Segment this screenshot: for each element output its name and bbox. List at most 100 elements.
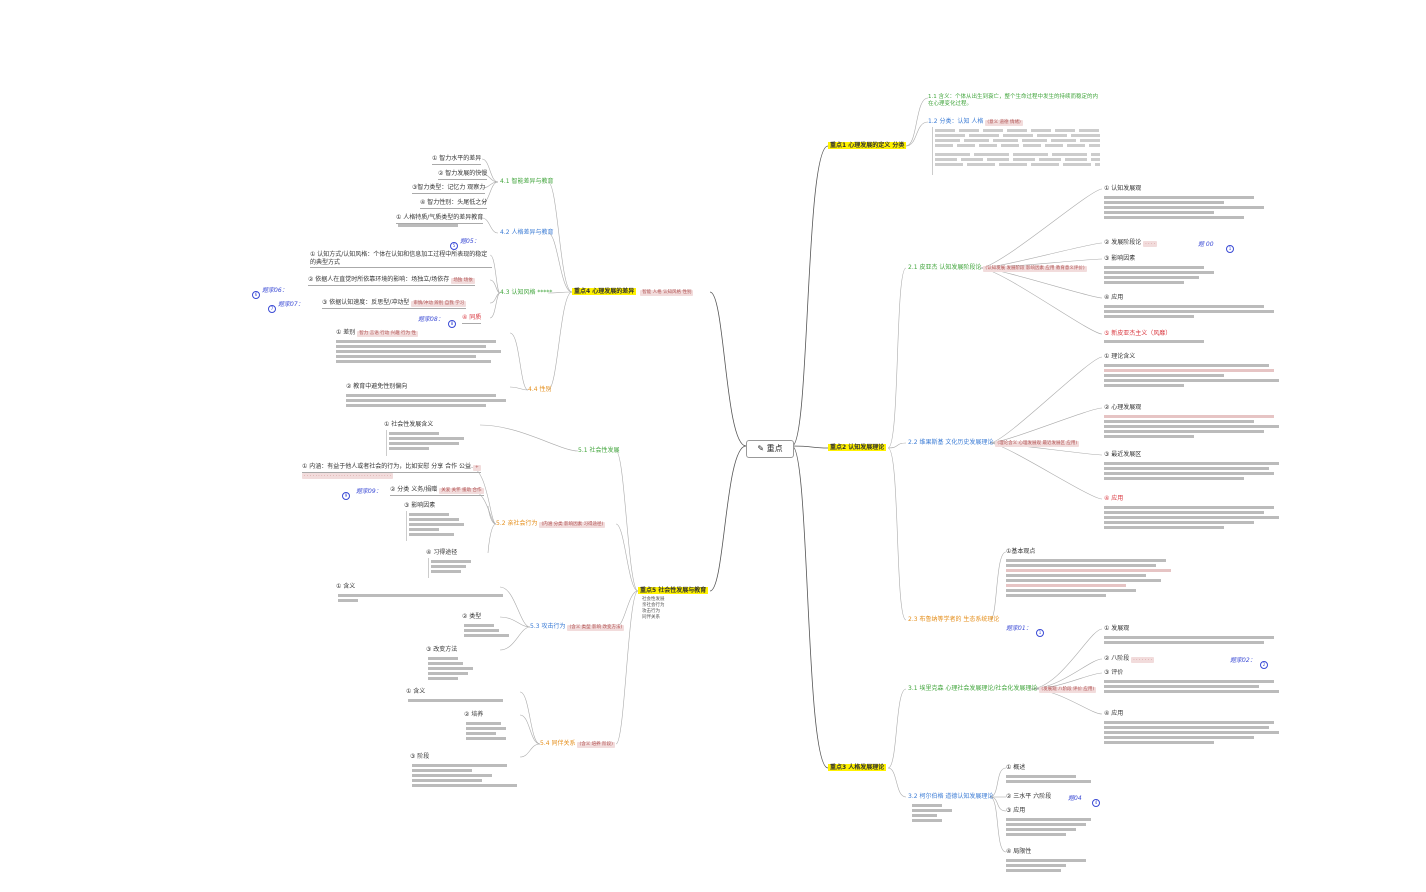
b2-piaget[interactable]: 2.1 皮亚杰 认知发展阶段论(认知发展 发展阶段 影响因素 应用 教育意义评价… [908, 264, 1087, 272]
b4-s3-item-3[interactable]: ③ 依据认知速度：反思型/冲动型审慎/冲动 辨别 自我 学习 [322, 299, 467, 309]
b2-s1-item-1[interactable]: ① 认知发展观 [1104, 185, 1142, 192]
note-badge-icon[interactable]: 9 [342, 492, 350, 500]
b4-s3-item-2-tag: 场独 场依 [451, 278, 475, 284]
b4-s3-item-3-tag: 审慎/冲动 辨别 自我 学习 [411, 301, 467, 307]
b5-peer-tags: (含义 培养 阶段) [577, 742, 615, 748]
note-badge-icon[interactable]: 1 [1036, 629, 1044, 637]
b5-s4-item-1[interactable]: ① 含义 [406, 688, 426, 695]
b5-s1-item-1[interactable]: ① 社会性发展含义 [384, 421, 434, 428]
note-badge-icon[interactable]: 6 [252, 291, 260, 299]
b2-ecosystem[interactable]: 2.3 布鲁纳等学者的 生态系统理论 [908, 616, 1000, 623]
b5-aggression-tags: (含义 类型 影响 改变方法) [567, 625, 625, 631]
b3-s2-item-1-detail [1006, 773, 1096, 791]
b4-s2-item-1[interactable]: ① 人格特质/气质类型的差异教育 [396, 214, 484, 224]
b4-s3-item-1[interactable]: ① 认知方式/认知风格：个体在认知和信息加工过程中所表现的稳定的典型方式 [310, 251, 492, 268]
b4-cognitive-style[interactable]: 4.3 认知风格 ***** [500, 289, 552, 297]
b5-aggression[interactable]: 5.3 攻击行为(含义 类型 影响 改变方法) [530, 623, 625, 631]
b5-side-list: 社会性发展 亲社会行为 攻击行为 同伴关系 [642, 597, 692, 621]
branch-4[interactable]: 重点4 心理发展的差异 智能 人格 认知风格 性别 [572, 288, 694, 296]
b5-s3-item-2-detail [464, 622, 514, 642]
b2-s1-item-2[interactable]: ② 发展阶段论. . . . [1104, 239, 1158, 247]
b5-social-dev[interactable]: 5.1 社会性发展 [578, 447, 620, 454]
b5-s3-item-2[interactable]: ② 类型 [462, 613, 482, 620]
b3-kohlberg-detail [912, 802, 972, 832]
b5-s2-item-1[interactable]: ① 内涵：有益于他人或者社会的行为，比如安慰 分享 合作 公益+ [302, 463, 481, 473]
b4-gender[interactable]: 4.4 性别 [528, 386, 552, 393]
b4-s1-item-3[interactable]: ③智力类型：记忆力 观察力 [412, 184, 486, 194]
branch-3[interactable]: 重点3 人格发展理论 [828, 764, 887, 772]
b2-s3-item-1[interactable]: ①基本观点 [1006, 548, 1036, 555]
branch-1[interactable]: 重点1 心理发展的定义 分类 [828, 142, 907, 150]
b3-s2-item-3[interactable]: ③ 应用 [1006, 807, 1026, 814]
b5-side-item: 亲社会行为 [642, 603, 665, 608]
root-node[interactable]: ✎ 重点 [746, 440, 794, 458]
b2-s1-item-2-label: ② 发展阶段论 [1104, 239, 1142, 246]
note-badge-icon[interactable]: 2 [1260, 661, 1268, 669]
b4-s1-item-2[interactable]: ② 智力发展的快慢 [438, 170, 488, 180]
b2-s2-item-4[interactable]: ④ 应用 [1104, 495, 1124, 502]
b4-s1-item-4[interactable]: ④ 智力性别：头尾低之分 [420, 199, 488, 209]
b3-erikson[interactable]: 3.1 埃里克森 心理社会发展理论/社会化发展理论(发展观 八阶段 评价 应用) [908, 685, 1097, 693]
b2-s2-item-3-detail [1104, 460, 1279, 490]
b4-personality[interactable]: 4.2 人格差异与教育 [500, 229, 554, 236]
b5-side-item: 攻击行为 [642, 609, 660, 614]
b1-definition[interactable]: 1.1 含义：个体从出生到衰亡，整个生命过程中发生的持续而稳定的内在心理变化过程… [928, 94, 1098, 107]
b3-s2-item-2[interactable]: ② 三水平 六阶段 [1006, 793, 1052, 800]
b2-s2-item-2-detail [1104, 413, 1279, 449]
b4-s4-item-2[interactable]: ② 教育中避免性别偏向 [346, 383, 408, 390]
b2-s2-item-1[interactable]: ① 理论含义 [1104, 353, 1136, 360]
b3-kohlberg[interactable]: 3.2 柯尔伯格 道德认知发展理论 [908, 793, 994, 800]
note-badge-icon[interactable]: 8 [448, 320, 456, 328]
b5-s2-item-4[interactable]: ④ 习得途径 [426, 549, 458, 556]
b4-s1-item-1[interactable]: ① 智力水平的差异 [432, 155, 482, 165]
b5-peer[interactable]: 5.4 同伴关系(含义 培养 阶段) [540, 740, 615, 748]
b5-side-item: 社会性发展 [642, 597, 665, 602]
note-badge-icon[interactable]: 1 [1226, 245, 1234, 253]
b4-intelligence[interactable]: 4.1 智能差异与教育 [500, 178, 554, 185]
b4-s3-item-2[interactable]: ② 依据人在直觉时所依靠环境的影响：场独立/场依存场独 场依 [308, 276, 475, 286]
b2-s1-item-4[interactable]: ④ 应用 [1104, 294, 1124, 301]
b2-s1-item-5[interactable]: ⑤ 新皮亚杰主义（风靡） [1104, 330, 1172, 337]
b5-s2-item-3[interactable]: ③ 影响因素 [404, 502, 436, 509]
b4-s3-item-4[interactable]: ④ 同质 [462, 314, 482, 324]
b3-erikson-tags: (发展观 八阶段 评价 应用) [1039, 687, 1097, 693]
b2-s1-item-4-detail [1104, 303, 1279, 325]
b2-s2-item-3[interactable]: ③ 最近发展区 [1104, 451, 1142, 458]
branch-2[interactable]: 重点2 认知发展理论 [828, 444, 887, 452]
b5-s4-item-3[interactable]: ③ 阶段 [410, 753, 430, 760]
b5-s3-item-1[interactable]: ① 含义 [336, 583, 356, 590]
b5-side-item: 同伴关系 [642, 615, 660, 620]
b5-s3-item-3-detail [428, 655, 478, 685]
b4-s3-item-3-label: ③ 依据认知速度：反思型/冲动型 [322, 299, 410, 306]
b2-s2-item-1-detail [1104, 362, 1279, 398]
b2-vygotsky[interactable]: 2.2 维果斯基 文化历史发展理论(理论含义 心理发展观 最近发展区 应用) [908, 439, 1080, 447]
b4-s4-item-1-detail [336, 338, 506, 378]
b2-vygotsky-tags: (理论含义 心理发展观 最近发展区 应用) [995, 441, 1080, 447]
b4-s4-item-1-tags: 智力 言语 行动 兴趣 行为 性 [357, 331, 418, 337]
b5-s2-item-2[interactable]: ② 分类 义务/捐赠关爱 关怀 援助 合作 [390, 486, 484, 496]
b3-s1-item-2[interactable]: ② 八阶段. . . . . . . [1104, 655, 1154, 663]
b3-s1-note: 题家02： [1230, 657, 1256, 664]
b4-s3-note-3: 题家08： [418, 316, 444, 323]
b1-classification-label: 1.2 分类：认知 人格 [928, 118, 984, 125]
note-badge-icon[interactable]: 4 [1092, 799, 1100, 807]
note-badge-icon[interactable]: 7 [268, 305, 276, 313]
b4-cognitive-style-label: 4.3 认知风格 [500, 289, 536, 296]
b5-s3-item-3[interactable]: ③ 改变方法 [426, 646, 458, 653]
b5-s4-item-2[interactable]: ② 培养 [464, 711, 484, 718]
b2-s1-item-3[interactable]: ③ 影响因素 [1104, 255, 1136, 262]
b5-prosocial[interactable]: 5.2 亲社会行为(内涵 分类 影响因素 习得途径) [496, 520, 606, 528]
b4-s4-item-1[interactable]: ① 差别智力 言语 行动 兴趣 行为 性 [336, 329, 418, 337]
b3-s2-item-1[interactable]: ① 概述 [1006, 764, 1026, 771]
b1-classification[interactable]: 1.2 分类：认知 人格(意义 道德 情绪) [928, 118, 1023, 126]
b5-s2-note: 题家09： [356, 488, 382, 495]
b3-s1-item-4[interactable]: ④ 应用 [1104, 710, 1124, 717]
branch-5[interactable]: 重点5 社会性发展与教育 [638, 587, 709, 595]
b3-erikson-label: 3.1 埃里克森 心理社会发展理论/社会化发展理论 [908, 685, 1038, 692]
b2-s2-item-2[interactable]: ② 心理发展观 [1104, 404, 1142, 411]
b4-s3-note-2: 题家07： [278, 301, 304, 308]
b3-s2-item-4[interactable]: ④ 局限性 [1006, 848, 1032, 855]
b3-s1-item-3[interactable]: ③ 评价 [1104, 669, 1124, 676]
note-badge-icon[interactable]: 5 [450, 242, 458, 250]
b3-s1-item-1[interactable]: ① 发展观 [1104, 625, 1130, 632]
